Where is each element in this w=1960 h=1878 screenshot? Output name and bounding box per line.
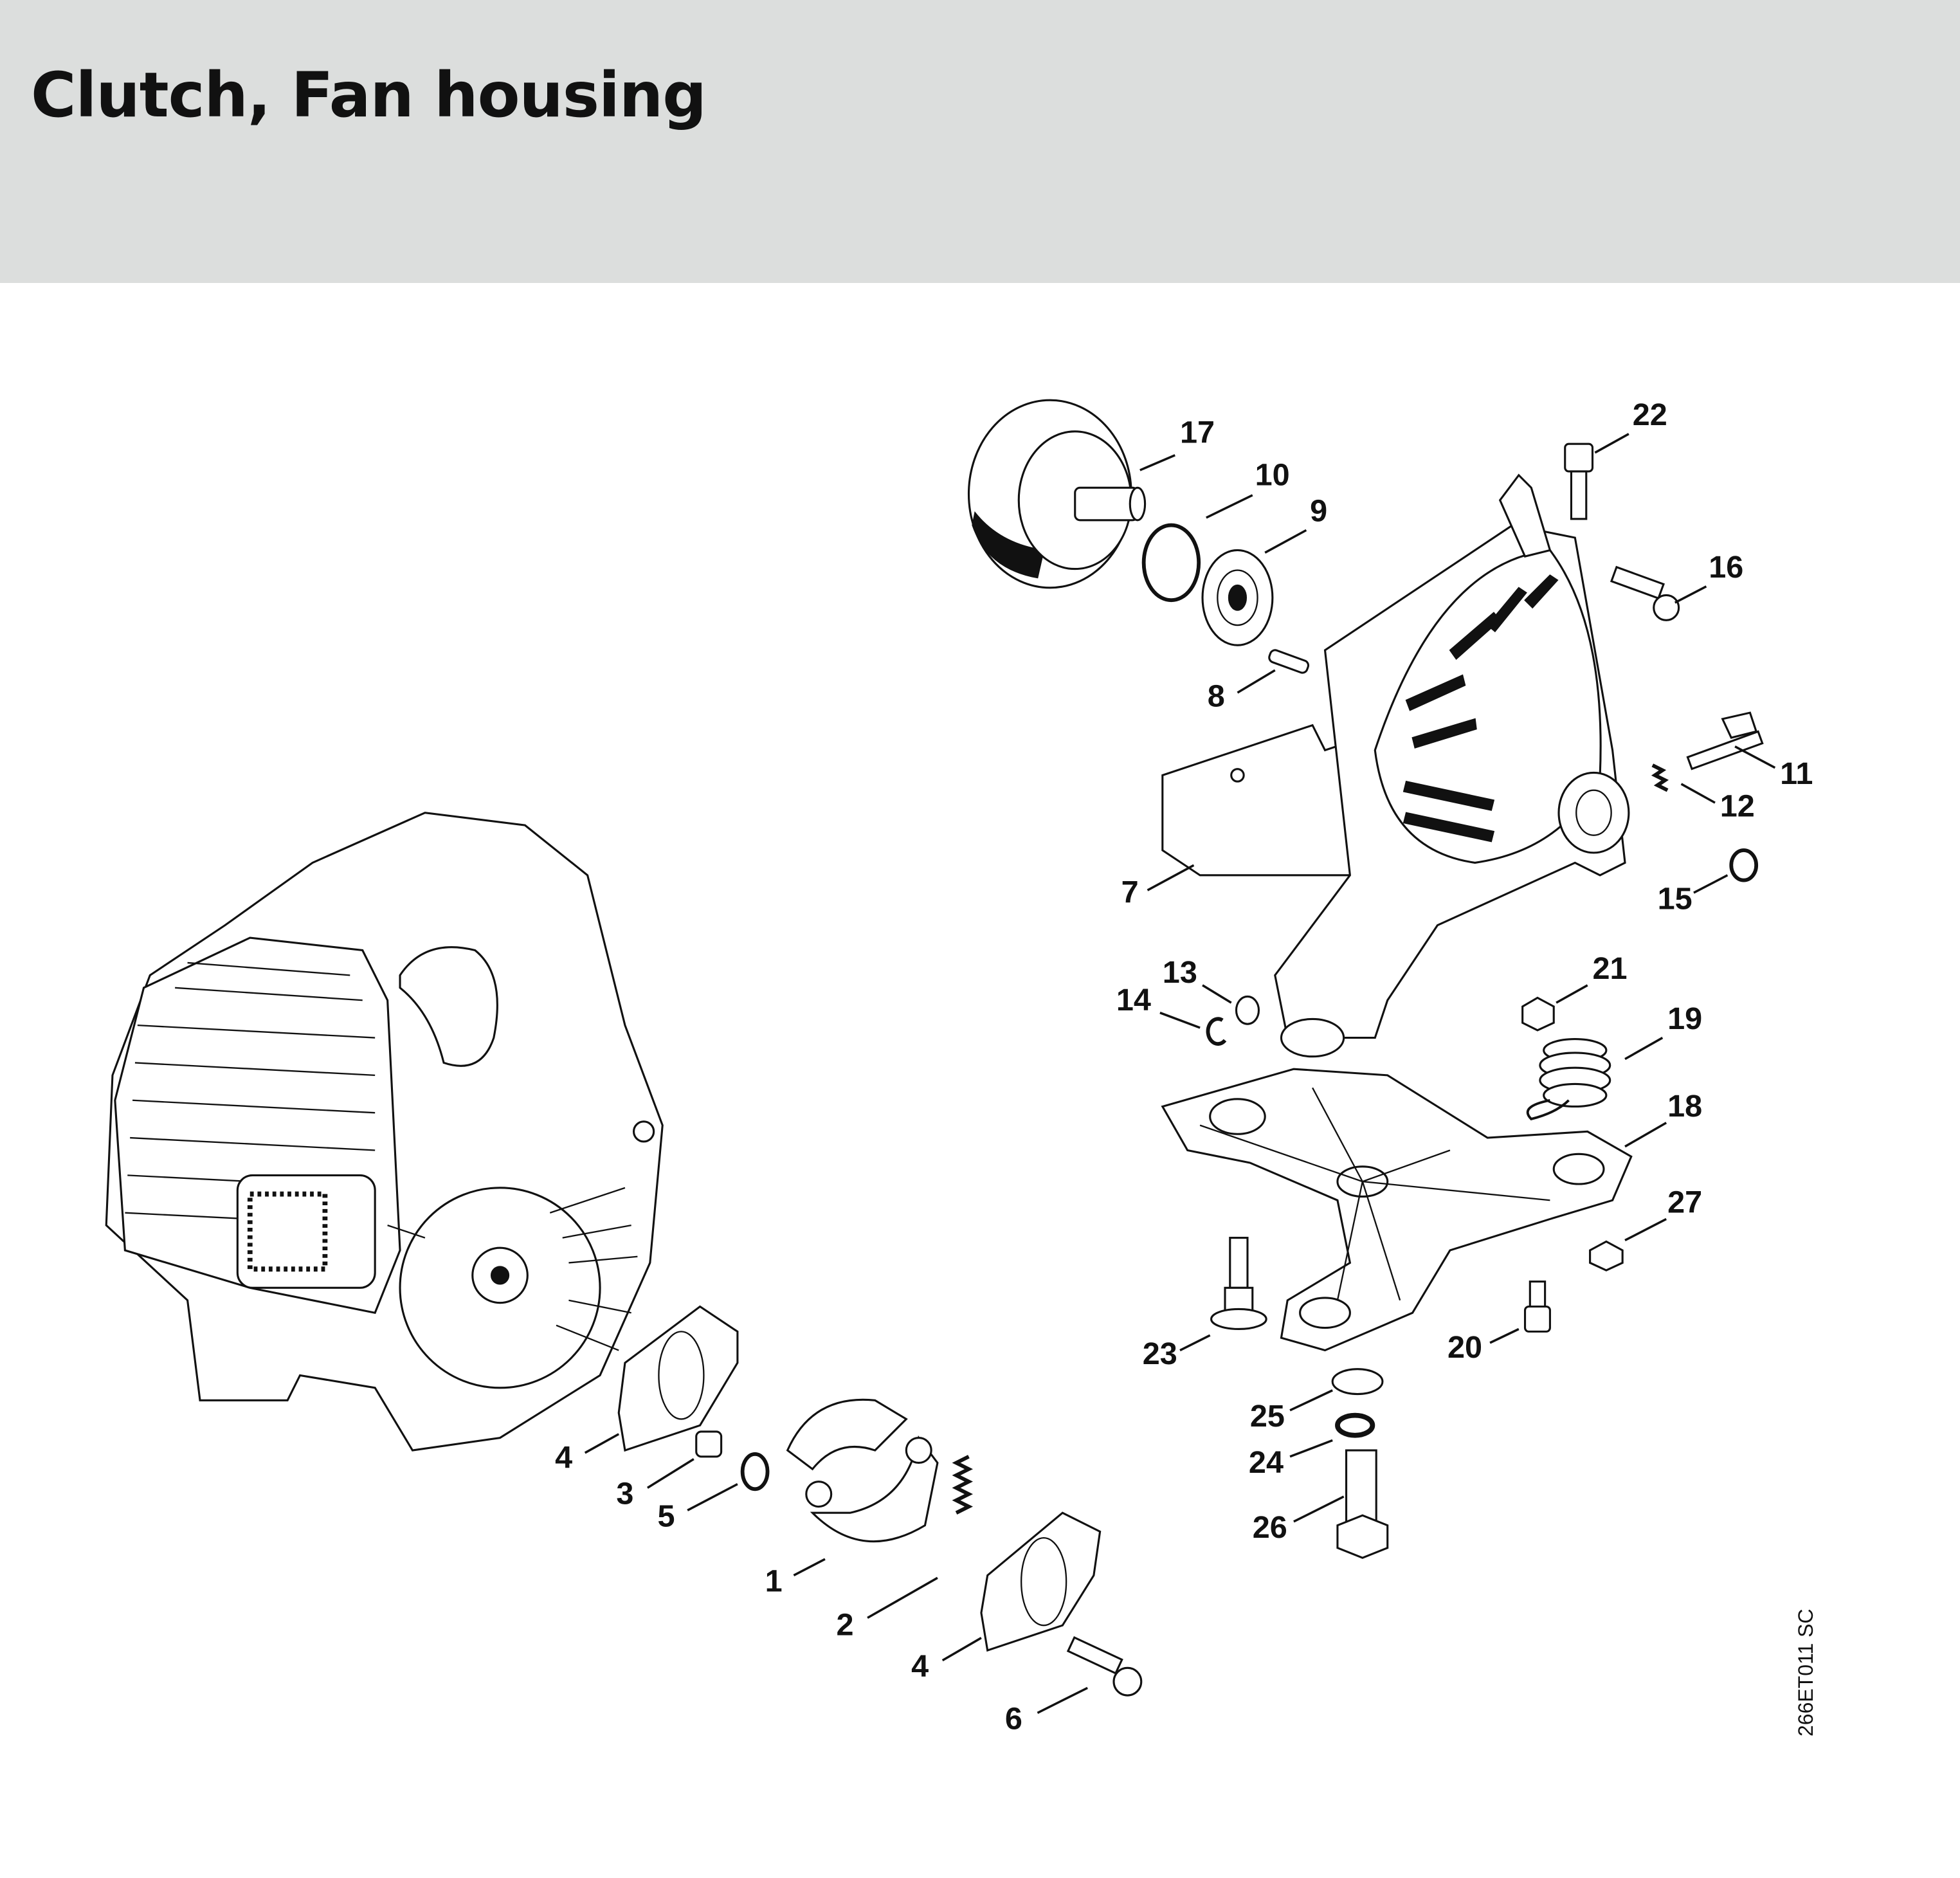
callout-leader-line	[1594, 433, 1629, 454]
ball-bearing-9	[1201, 549, 1274, 646]
callout-number-5: 5	[657, 1499, 675, 1534]
callout-leader-line	[1680, 783, 1716, 804]
carrier-plate-4-lower	[980, 1511, 1102, 1652]
callout-leader-line	[584, 1433, 620, 1454]
callout-leader-line	[1734, 745, 1776, 769]
page-title: Clutch, Fan housing	[31, 59, 707, 131]
callout-number-18: 18	[1667, 1089, 1702, 1124]
callout-leader-line	[941, 1637, 982, 1662]
callout-leader-line	[1556, 984, 1588, 1004]
sleeve-3	[695, 1430, 723, 1458]
lever-11	[1686, 711, 1764, 770]
clip-14	[1206, 1017, 1227, 1046]
callout-leader-line	[1293, 1495, 1345, 1523]
callout-number-22: 22	[1633, 397, 1667, 432]
callout-number-12: 12	[1720, 789, 1755, 824]
callout-leader-line	[793, 1558, 826, 1576]
callout-number-4: 4	[555, 1440, 572, 1475]
callout-number-9: 9	[1310, 494, 1327, 529]
callout-leader-line	[1624, 1122, 1667, 1148]
callout-leader-line	[1237, 669, 1276, 694]
callout-leader-line	[1037, 1686, 1088, 1714]
callout-number-25: 25	[1250, 1399, 1285, 1434]
callout-number-20: 20	[1447, 1330, 1482, 1365]
base-plate-18	[1161, 1068, 1633, 1352]
callout-leader-line	[1693, 874, 1729, 894]
screw-20	[1523, 1281, 1551, 1333]
pin-8	[1268, 649, 1310, 674]
header-band: Clutch, Fan housing	[0, 0, 1960, 283]
nut-21	[1521, 996, 1555, 1032]
callout-number-1: 1	[765, 1564, 783, 1599]
callout-number-23: 23	[1143, 1336, 1177, 1371]
callout-leader-line	[1179, 1334, 1211, 1352]
hex-bolt-26	[1336, 1449, 1389, 1559]
callout-number-19: 19	[1667, 1001, 1702, 1036]
callout-leader-line	[1206, 494, 1253, 519]
clip-15	[1729, 848, 1759, 882]
callout-number-8: 8	[1208, 679, 1225, 713]
clutch-shoes-1	[786, 1398, 939, 1543]
callout-leader-line	[867, 1576, 938, 1619]
callout-leader-line	[687, 1482, 738, 1511]
callout-leader-line	[1489, 1327, 1520, 1344]
callout-leader-line	[1139, 454, 1175, 471]
nut-27	[1589, 1240, 1624, 1272]
fan-housing-7	[1161, 473, 1630, 1058]
bolt-23	[1210, 1237, 1267, 1331]
callout-number-17: 17	[1180, 415, 1215, 450]
callout-number-3: 3	[616, 1477, 633, 1511]
clutch-drum-17	[967, 399, 1147, 589]
callout-leader-line	[647, 1458, 694, 1489]
spring-12	[1651, 763, 1669, 792]
callout-number-7: 7	[1121, 875, 1139, 910]
callout-number-13: 13	[1163, 955, 1197, 990]
callout-number-24: 24	[1249, 1445, 1284, 1480]
diagram-reference-code: 266ET011 SC	[1794, 1609, 1817, 1737]
torsion-spring-19	[1526, 1037, 1611, 1121]
lock-washer-24	[1335, 1412, 1375, 1438]
washer-5	[740, 1452, 770, 1491]
callout-number-27: 27	[1667, 1185, 1702, 1220]
tension-spring-2	[952, 1455, 974, 1515]
callout-number-2: 2	[836, 1608, 853, 1643]
callout-number-15: 15	[1658, 881, 1692, 916]
callout-leader-line	[1289, 1439, 1333, 1458]
callout-leader-line	[1674, 585, 1707, 604]
callout-number-10: 10	[1255, 457, 1290, 492]
callout-leader-line	[1624, 1217, 1667, 1242]
callout-number-11: 11	[1780, 756, 1813, 791]
callout-number-16: 16	[1709, 550, 1743, 585]
engine-assembly	[105, 812, 664, 1452]
callout-leader-line	[1289, 1389, 1333, 1412]
callout-number-6: 6	[1005, 1702, 1022, 1737]
callout-leader-line	[1147, 864, 1195, 891]
callout-leader-line	[1202, 984, 1232, 1004]
callout-leader-line	[1624, 1037, 1664, 1061]
callout-leader-line	[1264, 529, 1307, 554]
screw-22	[1564, 442, 1594, 520]
circlip-10	[1141, 523, 1201, 603]
callout-number-26: 26	[1253, 1510, 1287, 1545]
screw-6	[1066, 1636, 1143, 1697]
screw-16	[1610, 565, 1680, 621]
callout-number-14: 14	[1116, 983, 1151, 1017]
washer-13	[1235, 995, 1260, 1025]
washer-25	[1331, 1368, 1384, 1396]
callout-leader-line	[1159, 1012, 1201, 1029]
carrier-plate-4-upper	[617, 1305, 739, 1452]
callout-number-21: 21	[1593, 951, 1628, 986]
callout-number-4: 4	[911, 1649, 929, 1684]
